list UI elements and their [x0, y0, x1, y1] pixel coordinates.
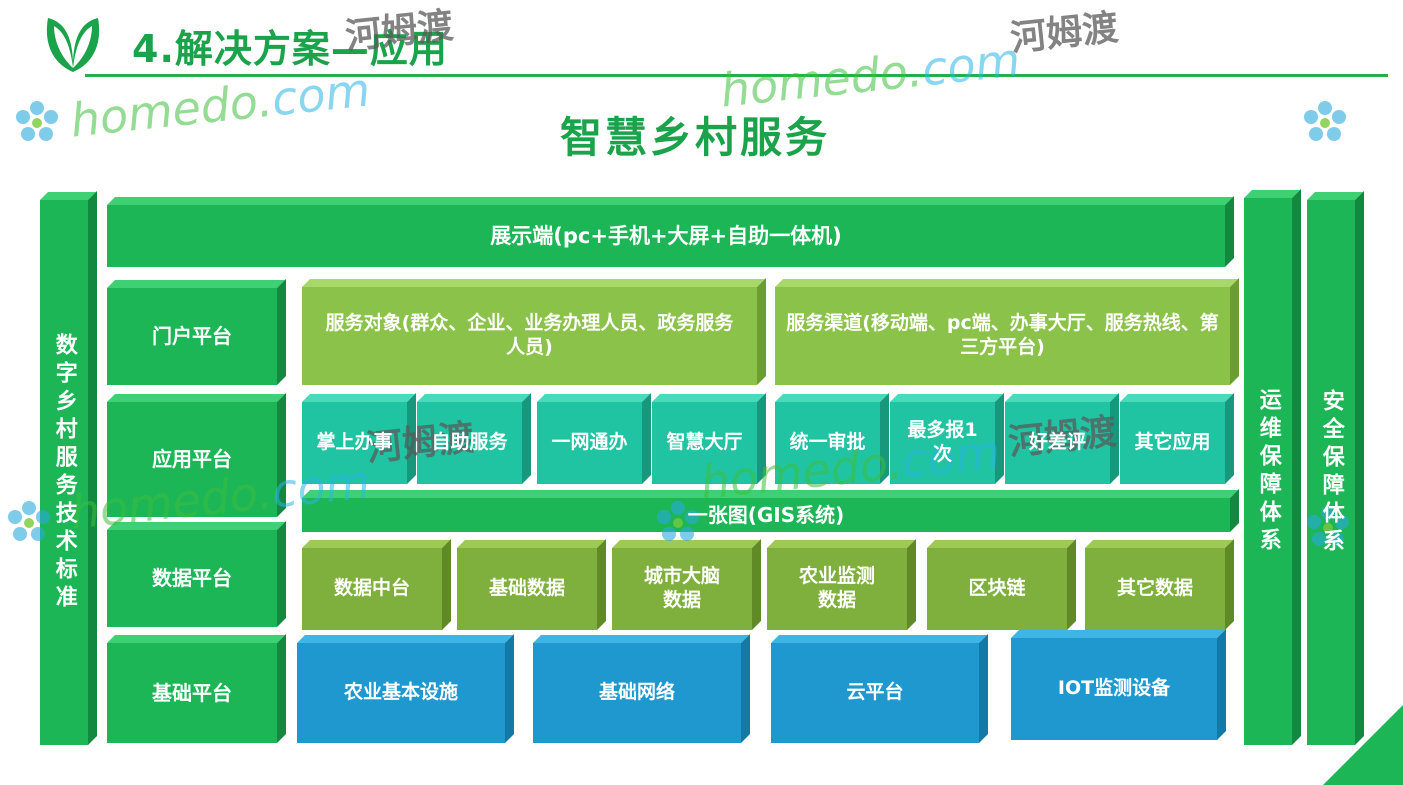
app-block-label: 其它应用 — [1134, 431, 1211, 454]
app-block-label: 最多报1次 — [907, 419, 978, 465]
flower-watermark-icon — [657, 501, 699, 541]
app-block-label: 智慧大厅 — [666, 431, 743, 454]
layer-infrastructure-label: 基础平台 — [152, 680, 232, 705]
layer-data-label: 数据平台 — [152, 566, 232, 590]
data-block: 城市大脑数据 — [612, 539, 761, 630]
data-block: 农业监测数据 — [767, 539, 916, 630]
corner-decoration — [1323, 705, 1403, 785]
portal-service-targets: 服务对象(群众、企业、业务办理人员、政务服务人员) — [302, 278, 766, 385]
flower-watermark-icon — [8, 501, 50, 541]
display-bar-label: 展示端(pc+手机+大屏+自助一体机) — [490, 223, 842, 248]
app-block: 其它应用 — [1120, 393, 1234, 484]
app-block: 一网通办 — [537, 393, 651, 484]
diagram-title: 智慧乡村服务 — [559, 113, 830, 162]
infra-block: 农业基本设施 — [297, 634, 514, 743]
layer-portal: 门户平台 — [107, 279, 286, 385]
data-block: 其它数据 — [1085, 539, 1234, 630]
data-block-label: 数据中台 — [333, 577, 410, 600]
app-block-label: 掌上办事 — [316, 431, 393, 454]
title-divider — [85, 74, 1388, 77]
data-block-label: 农业监测数据 — [798, 565, 875, 611]
app-block: 自助服务 — [417, 393, 531, 484]
data-block-label: 区块链 — [968, 577, 1026, 600]
data-block: 区块链 — [927, 539, 1076, 630]
portal-service-targets-label: 服务对象(群众、企业、业务办理人员、政务服务人员) — [325, 312, 734, 358]
data-block: 基础数据 — [457, 539, 606, 630]
right-pillar-security: 安全保障体系 — [1307, 191, 1364, 745]
watermark-en-com: com — [269, 454, 373, 519]
leaf-logo-icon — [46, 18, 100, 72]
layer-data: 数据平台 — [107, 521, 286, 627]
display-bar: 展示端(pc+手机+大屏+自助一体机) — [107, 196, 1234, 267]
app-block: 掌上办事 — [302, 393, 416, 484]
left-pillar: 数字乡村服务技术标准 — [40, 191, 97, 745]
infra-block-label: 基础网络 — [598, 681, 675, 704]
flower-watermark-icon — [16, 101, 58, 141]
infra-block: 云平台 — [771, 634, 988, 743]
portal-service-channels: 服务渠道(移动端、pc端、办事大厅、服务热线、第三方平台) — [775, 278, 1239, 385]
data-block: 数据中台 — [302, 539, 451, 630]
watermark-en-com: com — [269, 62, 373, 127]
data-block-label: 城市大脑数据 — [643, 565, 720, 611]
app-block: 统一审批 — [775, 393, 889, 484]
gis-bar-label: 一张图(GIS系统) — [687, 502, 845, 527]
flower-watermark-icon — [1304, 101, 1346, 141]
layer-application: 应用平台 — [107, 393, 286, 517]
data-block-label: 其它数据 — [1116, 577, 1193, 600]
app-block: 最多报1次 — [890, 393, 1004, 484]
app-block: 好差评 — [1005, 393, 1119, 484]
layer-application-label: 应用平台 — [152, 447, 232, 471]
layer-infrastructure: 基础平台 — [107, 634, 286, 743]
watermark-cn: 河姆渡 — [1008, 7, 1121, 60]
infra-block-label: 云平台 — [846, 681, 904, 704]
right-pillar-ops: 运维保障体系 — [1244, 189, 1301, 745]
slide-title: 4.解决方案—应用 — [132, 27, 448, 71]
gis-bar: 一张图(GIS系统) — [302, 489, 1239, 532]
infra-block-label: 农业基本设施 — [343, 681, 458, 704]
infra-block: 基础网络 — [533, 634, 750, 743]
app-block: 智慧大厅 — [652, 393, 766, 484]
portal-service-channels-label: 服务渠道(移动端、pc端、办事大厅、服务热线、第三方平台) — [786, 312, 1219, 358]
layer-portal-label: 门户平台 — [152, 324, 232, 348]
infra-block-label: IOT监测设备 — [1057, 677, 1171, 700]
data-block-label: 基础数据 — [488, 577, 565, 600]
right-pillar-ops-label: 运维保障体系 — [1255, 387, 1281, 556]
app-block-label: 统一审批 — [789, 431, 866, 454]
flower-watermark-icon — [1307, 506, 1349, 546]
app-block-label: 一网通办 — [551, 431, 628, 454]
watermark-en-com: com — [919, 32, 1023, 97]
left-pillar-label: 数字乡村服务技术标准 — [51, 332, 77, 613]
app-block-label: 自助服务 — [431, 431, 508, 454]
app-block-label: 好差评 — [1028, 431, 1086, 454]
infra-block: IOT监测设备 — [1011, 629, 1226, 740]
right-pillar-security-label: 安全保障体系 — [1318, 388, 1344, 557]
